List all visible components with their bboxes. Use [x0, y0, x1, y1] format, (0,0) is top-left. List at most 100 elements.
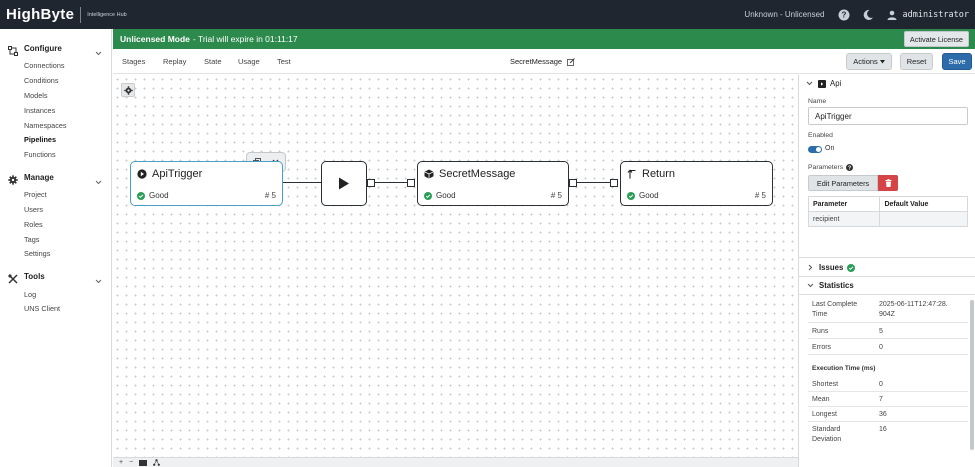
sidebar-item-connections[interactable]: Connections	[24, 61, 65, 70]
output-port[interactable]	[569, 179, 577, 187]
minimap-icon[interactable]	[139, 459, 148, 466]
reset-button[interactable]: Reset	[900, 53, 933, 70]
banner-subtitle: - Trial will expire in 01:11:17	[192, 34, 298, 44]
sidebar-item-models[interactable]: Models	[24, 91, 48, 100]
canvas-settings-icon[interactable]	[121, 83, 135, 97]
app-header: HighByte Intelligence Hub Unknown - Unli…	[0, 0, 975, 29]
pipeline-node-apitrigger[interactable]: ApiTrigger Good # 5	[130, 161, 283, 206]
actions-button[interactable]: Actions	[846, 53, 892, 70]
activate-license-button[interactable]: Activate License	[903, 31, 969, 47]
node-title: SecretMessage	[439, 168, 516, 180]
stat-key: Longest	[812, 411, 837, 418]
pipeline-node-flow[interactable]	[321, 161, 367, 206]
issues-label: Issues	[819, 263, 844, 272]
execution-time-heading: Execution Time (ms)	[812, 365, 876, 372]
parameters-label: Parameters ?	[808, 164, 854, 171]
user-icon[interactable]	[886, 9, 898, 21]
pipeline-edge	[375, 182, 411, 184]
sidebar-section-label: Configure	[24, 43, 62, 53]
sidebar-item-users[interactable]: Users	[24, 205, 44, 214]
user-name[interactable]: administrator	[902, 9, 969, 20]
sidebar-item-namespaces[interactable]: Namespaces	[24, 121, 67, 130]
logo-divider	[80, 6, 82, 23]
delete-parameter-button[interactable]	[878, 175, 898, 191]
stat-row-mean: Mean 7	[808, 392, 968, 407]
enabled-label: Enabled	[808, 132, 833, 139]
stat-row-runs: Runs 5	[808, 324, 968, 339]
zoom-out-button[interactable]: −	[129, 459, 134, 466]
sidebar-section-manage[interactable]: Manage	[0, 170, 112, 185]
sidebar-item-project[interactable]: Project	[24, 190, 47, 199]
input-port[interactable]	[610, 179, 618, 187]
pipeline-canvas[interactable]: ApiTrigger Good # 5 SecretMessage Go	[113, 75, 798, 457]
sidebar-item-pipelines[interactable]: Pipelines	[24, 135, 57, 144]
pipeline-name[interactable]: SecretMessage	[510, 57, 575, 66]
node-title: ApiTrigger	[152, 168, 203, 180]
logo-subtitle: Intelligence Hub	[87, 11, 127, 18]
stat-key: Standard Deviation	[812, 426, 842, 443]
tab-usage[interactable]: Usage	[238, 57, 260, 66]
sidebar-item-tags[interactable]: Tags	[24, 235, 40, 244]
statistics-label: Statistics	[819, 281, 854, 290]
sidebar-section-label: Tools	[24, 271, 45, 281]
issues-section[interactable]: Issues	[807, 263, 856, 272]
table-row[interactable]: recipient	[807, 211, 968, 227]
good-status-icon	[847, 263, 856, 272]
enabled-toggle[interactable]	[808, 146, 822, 153]
panel-header: Api	[806, 79, 841, 88]
pipeline-node-secretmessage[interactable]: SecretMessage Good # 5	[417, 161, 569, 206]
chevron-down-icon[interactable]	[95, 272, 102, 284]
stat-value: 36	[879, 411, 887, 418]
sidebar-item-instances[interactable]: Instances	[24, 106, 56, 115]
chevron-down-icon[interactable]	[95, 173, 102, 185]
stat-key: Errors	[812, 344, 832, 351]
svg-text:?: ?	[848, 166, 852, 171]
sidebar-item-conditions[interactable]: Conditions	[24, 76, 59, 85]
properties-panel: Api Name ApiTrigger Enabled On Parameter…	[798, 75, 975, 467]
stat-value: 2025-06-11T12:47:28.904Z	[879, 301, 948, 318]
input-port[interactable]	[407, 179, 415, 187]
play-icon	[338, 177, 350, 190]
name-input[interactable]: ApiTrigger	[808, 107, 968, 125]
help-icon[interactable]: ?	[838, 9, 850, 21]
chevron-down-icon[interactable]	[95, 44, 102, 56]
save-button[interactable]: Save	[942, 53, 972, 70]
stat-value: 7	[879, 396, 883, 403]
tab-test[interactable]: Test	[277, 57, 291, 66]
tab-state[interactable]: State	[204, 57, 222, 66]
sidebar-item-roles[interactable]: Roles	[24, 220, 43, 229]
logo[interactable]: HighByte Intelligence Hub	[6, 6, 127, 23]
pipeline-node-return[interactable]: Return Good # 5	[620, 161, 773, 206]
chevron-down-icon[interactable]	[806, 80, 813, 87]
pipeline-name-text: SecretMessage	[510, 57, 563, 66]
panel-scrollbar[interactable]	[970, 300, 974, 450]
sidebar-item-uns-client[interactable]: UNS Client	[24, 304, 61, 313]
output-port[interactable]	[367, 179, 375, 187]
column-header: Default Value	[879, 196, 968, 212]
node-run-count: # 5	[550, 191, 562, 200]
stat-row-longest: Longest 36	[808, 407, 968, 422]
sidebar-section-tools[interactable]: Tools	[0, 269, 112, 284]
statistics-section[interactable]: Statistics	[807, 281, 854, 290]
sidebar: Configure Connections Conditions Models …	[0, 29, 112, 467]
stat-value: 5	[879, 328, 883, 335]
edit-parameters-button[interactable]: Edit Parameters	[808, 175, 878, 191]
tab-stages[interactable]: Stages	[122, 57, 146, 66]
sidebar-item-functions[interactable]: Functions	[24, 150, 56, 159]
node-title: Return	[642, 168, 676, 180]
tab-replay[interactable]: Replay	[163, 57, 187, 66]
actions-label: Actions	[853, 57, 878, 66]
sidebar-section-configure[interactable]: Configure	[0, 41, 112, 56]
logo-text: HighByte	[6, 6, 75, 23]
stat-key: Runs	[812, 328, 829, 335]
dark-mode-icon[interactable]	[862, 9, 874, 21]
sidebar-section-label: Manage	[24, 172, 54, 182]
edit-icon[interactable]	[567, 57, 575, 66]
sidebar-item-log[interactable]: Log	[24, 290, 37, 299]
sidebar-item-settings[interactable]: Settings	[24, 249, 51, 258]
zoom-in-button[interactable]: +	[119, 459, 124, 466]
good-status-icon	[627, 191, 635, 200]
help-icon[interactable]: ?	[846, 164, 854, 171]
cube-icon	[424, 169, 434, 179]
layout-icon[interactable]	[153, 459, 161, 466]
